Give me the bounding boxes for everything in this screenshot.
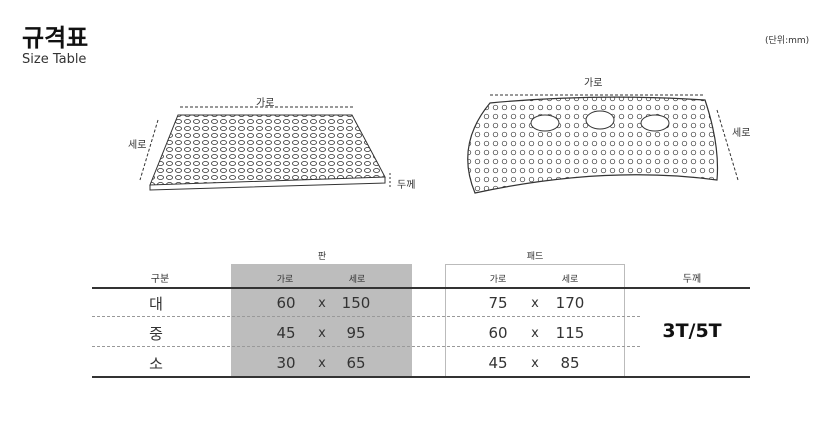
page-title: 규격표 (22, 24, 89, 52)
times-sign: x (531, 356, 539, 371)
header-rule (92, 287, 750, 289)
pad-width-label: 가로 (584, 78, 603, 89)
group-panel-header: 판 (317, 252, 327, 262)
panel-width-label: 가로 (256, 98, 275, 109)
group-pad-header: 패드 (526, 252, 544, 262)
pad-width-cell: 75 (488, 294, 508, 312)
pad-illustration (467, 94, 739, 194)
thickness-header: 두께 (682, 274, 702, 285)
panel-height-cell: 65 (346, 354, 366, 372)
times-sign: x (318, 296, 326, 311)
category-header: 구분 (150, 274, 170, 285)
panel-illustration (139, 106, 391, 191)
panel-column-bg (231, 264, 412, 377)
times-sign: x (318, 356, 326, 371)
panel-width-cell: 30 (276, 354, 296, 372)
times-sign: x (531, 296, 539, 311)
panel-width-cell: 60 (276, 294, 296, 312)
pad-height-header: 세로 (561, 275, 579, 285)
pad-height-label: 세로 (732, 128, 751, 139)
panel-height-cell: 95 (346, 324, 366, 342)
times-sign: x (318, 326, 326, 341)
thickness-value: 3T/5T (662, 320, 722, 342)
pad-width-cell: 45 (488, 354, 508, 372)
row-divider (92, 346, 640, 347)
panel-thickness-label: 두께 (397, 180, 416, 191)
row-divider (92, 316, 640, 317)
size-cell: 대 (149, 295, 163, 313)
page-subtitle: Size Table (22, 52, 87, 67)
unit-label: (단위:mm) (765, 36, 810, 46)
pad-width-header: 가로 (489, 275, 507, 285)
panel-height-label: 세로 (128, 140, 147, 151)
size-cell: 소 (149, 355, 163, 373)
pad-height-cell: 170 (555, 294, 585, 312)
panel-width-header: 가로 (276, 275, 294, 285)
panel-height-header: 세로 (348, 275, 366, 285)
times-sign: x (531, 326, 539, 341)
footer-rule (92, 376, 750, 378)
panel-height-cell: 150 (341, 294, 371, 312)
panel-width-cell: 45 (276, 324, 296, 342)
pad-height-cell: 85 (560, 354, 580, 372)
size-cell: 중 (149, 325, 163, 343)
pad-width-cell: 60 (488, 324, 508, 342)
pad-height-cell: 115 (555, 324, 585, 342)
